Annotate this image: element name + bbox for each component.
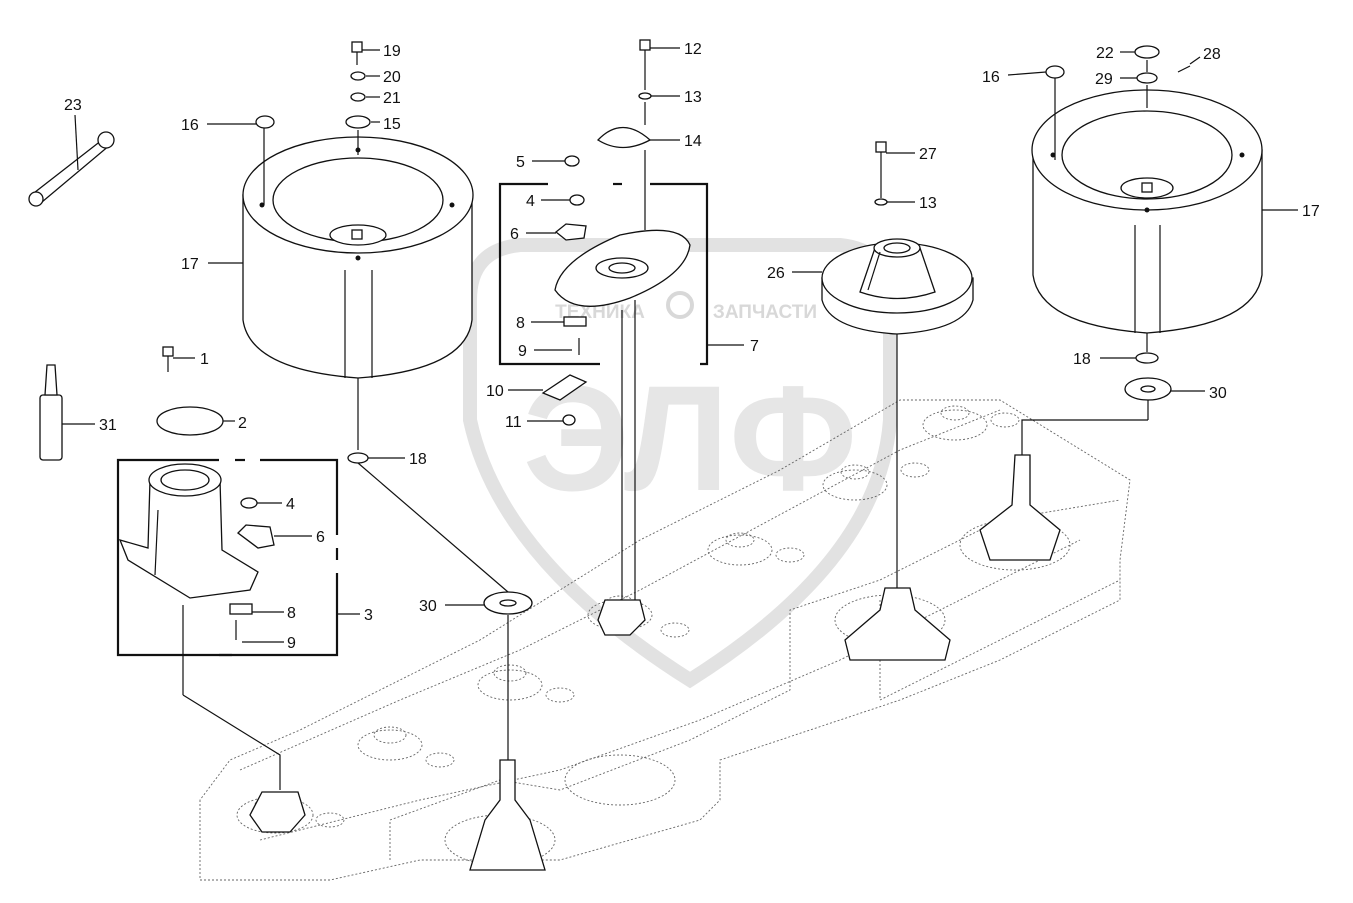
callout-8: 8: [287, 605, 296, 622]
drive-hubs: [249, 454, 1061, 871]
callout-26: 26: [767, 265, 785, 282]
leader-lines: [62, 47, 1298, 643]
callout-6: 6: [510, 226, 519, 243]
callout-9: 9: [518, 343, 527, 360]
callout-10: 10: [486, 383, 504, 400]
callout-31: 31: [99, 417, 117, 434]
callout-17: 17: [181, 256, 199, 273]
callout-9: 9: [287, 635, 296, 652]
housing-group-3: [116, 458, 339, 657]
callout-1: 1: [200, 351, 209, 368]
callout-14: 14: [684, 133, 702, 150]
callout-3: 3: [364, 607, 373, 624]
callout-2: 2: [238, 415, 247, 432]
callout-6: 6: [316, 529, 325, 546]
callout-16: 16: [982, 69, 1000, 86]
callout-labels: 19 20 21 15 16 17 23 1 2 31 4 6 8 3 9 18…: [64, 41, 1320, 652]
drum-left: [242, 136, 474, 379]
callout-12: 12: [684, 41, 702, 58]
small-parts: [28, 39, 1191, 640]
assembly-lines: [182, 60, 1149, 790]
callout-18: 18: [409, 451, 427, 468]
callout-13: 13: [684, 89, 702, 106]
callout-13: 13: [919, 195, 937, 212]
watermark-word-right: ЗАПЧАСТИ: [713, 302, 817, 323]
callout-22: 22: [1096, 45, 1114, 62]
callout-5: 5: [516, 154, 525, 171]
callout-23: 23: [64, 97, 82, 114]
carrier-group-7: [498, 127, 709, 366]
callout-30: 30: [1209, 385, 1227, 402]
callout-8: 8: [516, 315, 525, 332]
callout-28: 28: [1203, 46, 1221, 63]
drum-right: [1031, 89, 1263, 334]
callout-21: 21: [383, 90, 401, 107]
callout-30: 30: [419, 598, 437, 615]
callout-16: 16: [181, 117, 199, 134]
callout-18: 18: [1073, 351, 1091, 368]
callout-11: 11: [505, 414, 522, 431]
callout-4: 4: [526, 193, 535, 210]
callout-17: 17: [1302, 203, 1320, 220]
callout-19: 19: [383, 43, 401, 60]
cone-hub: [821, 238, 974, 335]
callout-7: 7: [750, 338, 759, 355]
callout-29: 29: [1095, 71, 1113, 88]
watermark-gear-icon: [666, 291, 694, 319]
callout-20: 20: [383, 69, 401, 86]
callout-4: 4: [286, 496, 295, 513]
callout-15: 15: [383, 116, 401, 133]
callout-27: 27: [919, 146, 937, 163]
